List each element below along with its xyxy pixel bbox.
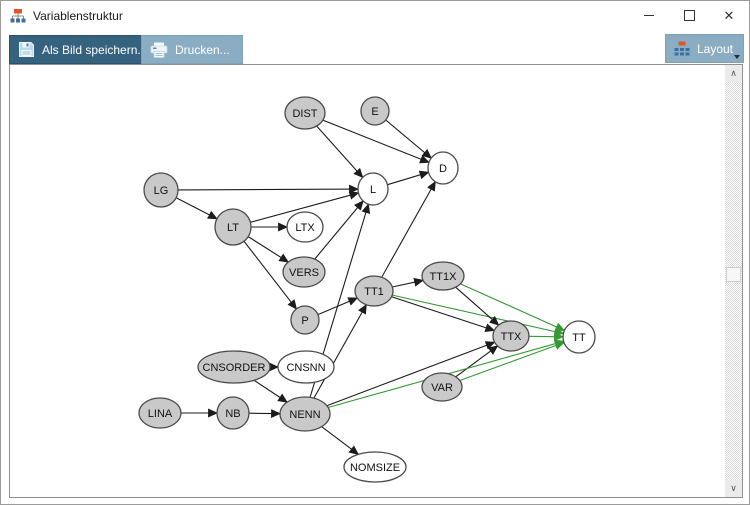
graph-node-label: LTX [295, 222, 315, 234]
graph-node-P[interactable]: P [290, 305, 320, 335]
graph-node-label: D [439, 163, 447, 175]
window-controls: ✕ [629, 1, 749, 30]
graph-node-label: TT [572, 332, 586, 344]
graph-node-TTX[interactable]: TTX [492, 320, 530, 352]
close-icon: ✕ [723, 8, 735, 23]
print-label: Drucken... [175, 42, 230, 57]
save-as-image-button[interactable]: Als Bild speichern... [9, 35, 161, 64]
graph-edge-VAR-TT [459, 341, 565, 382]
graph-node-CNSORDER[interactable]: CNSORDER [197, 350, 271, 384]
graph-node-VAR[interactable]: VAR [421, 372, 463, 402]
graph-node-LINA[interactable]: LINA [138, 397, 182, 429]
scroll-down-icon: ∨ [730, 483, 737, 493]
graph-edge-TTX-TT [528, 332, 564, 342]
graph-node-label: DIST [292, 108, 317, 120]
graph-node-label: P [301, 315, 308, 327]
graph-node-label: VAR [431, 382, 453, 394]
maximize-button[interactable] [669, 1, 709, 30]
graph-edge-NENN-TTX [326, 341, 496, 407]
graph-node-NB[interactable]: NB [216, 396, 250, 430]
graph-edge-TT1X-TT [460, 283, 566, 331]
graph-edge-LG-L [177, 184, 359, 194]
graph-node-LT[interactable]: LT [214, 208, 252, 246]
graph-edge-VERS-L [314, 200, 364, 260]
layout-button[interactable]: Layout [664, 34, 744, 63]
print-button[interactable]: Drucken... [141, 35, 243, 64]
graph-canvas[interactable]: DIST E D LG L LT LTX VERS P TT1 TT1X TTX TT CNSORDER C… [9, 64, 743, 498]
graph-node-D[interactable]: D [427, 151, 459, 185]
graph-node-label: LG [154, 185, 169, 197]
graph-node-label: CNSNN [286, 362, 325, 374]
graph-edge-DIST-D [322, 119, 430, 164]
graph-node-L[interactable]: L [357, 172, 389, 206]
graph-edge-NENN-NOMSIZE [321, 426, 360, 455]
graph-node-TT[interactable]: TT [562, 320, 596, 354]
graph-edge-TT1-TT1X [392, 277, 425, 288]
floppy-disk-icon [19, 42, 34, 57]
graph-edge-E-D [385, 119, 432, 159]
graph-edge-LG-LT [175, 197, 218, 220]
graph-edge-TT1-D [381, 180, 436, 278]
layout-label: Layout [696, 41, 733, 56]
title-bar[interactable]: Variablenstruktur ✕ [1, 1, 749, 31]
graph-node-LG[interactable]: LG [143, 172, 179, 208]
graph-node-label: LT [227, 222, 239, 234]
window-title: Variablenstruktur [33, 9, 123, 23]
graph-node-NOMSIZE[interactable]: NOMSIZE [343, 451, 407, 483]
graph-edge-VAR-TTX [455, 345, 499, 378]
graph-node-label: CNSORDER [203, 362, 266, 374]
graph-edge-TT1-TT [392, 294, 565, 336]
graph-node-NENN[interactable]: NENN [279, 396, 331, 432]
variable-structure-icon [10, 9, 26, 23]
graph-node-label: TT1 [364, 286, 384, 298]
graph-node-label: LINA [148, 408, 173, 420]
graph-node-label: TTX [501, 331, 522, 343]
printer-icon [150, 42, 168, 58]
maximize-icon [683, 10, 695, 21]
graph-edge-LT-P [243, 240, 298, 310]
graph-node-E[interactable]: E [360, 96, 390, 126]
graph-edge-CNSORDER-NENN [253, 379, 288, 403]
graph-node-CNSNN[interactable]: CNSNN [277, 350, 335, 384]
graph-edge-LT-VERS [247, 236, 290, 263]
graph-node-label: NENN [289, 409, 320, 421]
graph-node-label: NB [225, 408, 240, 420]
scroll-up-button[interactable]: ∧ [725, 65, 742, 82]
scroll-up-icon: ∧ [730, 68, 737, 78]
graph-node-TT1X[interactable]: TT1X [421, 261, 465, 291]
minimize-button[interactable] [629, 1, 669, 30]
graph-edge-TT1X-TTX [455, 286, 500, 326]
graph-node-DIST[interactable]: DIST [284, 96, 326, 130]
graph-node-LTX[interactable]: LTX [286, 211, 324, 243]
graph-node-VERS[interactable]: VERS [282, 256, 326, 288]
layout-dropdown-caret [734, 55, 740, 59]
graph-edge-LT-L [250, 190, 360, 223]
vertical-scrollbar[interactable]: ∧ ∨ [725, 65, 742, 497]
graph-node-label: E [371, 106, 378, 118]
close-button[interactable]: ✕ [709, 1, 749, 30]
graph-edge-TT1-TTX [391, 296, 496, 332]
save-as-image-label: Als Bild speichern... [42, 42, 148, 57]
layout-icon [674, 41, 690, 56]
graph-node-label: VERS [289, 267, 319, 279]
graph-edge-NENN-TT1 [313, 303, 367, 399]
toolbar: Als Bild speichern... Drucken... [1, 31, 749, 64]
scrollbar-thumb[interactable] [726, 267, 741, 282]
variable-graph: DIST E D LG L LT LTX VERS P TT1 TT1X TTX TT CNSORDER C… [138, 96, 596, 483]
scroll-down-button[interactable]: ∨ [725, 480, 742, 497]
minimize-icon [644, 15, 654, 16]
graph-node-label: L [370, 184, 376, 196]
graph-node-TT1[interactable]: TT1 [354, 275, 394, 307]
graph-node-label: TT1X [430, 271, 458, 283]
graph-edge-DIST-L [316, 125, 364, 179]
graph-node-label: NOMSIZE [350, 462, 400, 474]
graph-edge-L-D [387, 170, 430, 186]
